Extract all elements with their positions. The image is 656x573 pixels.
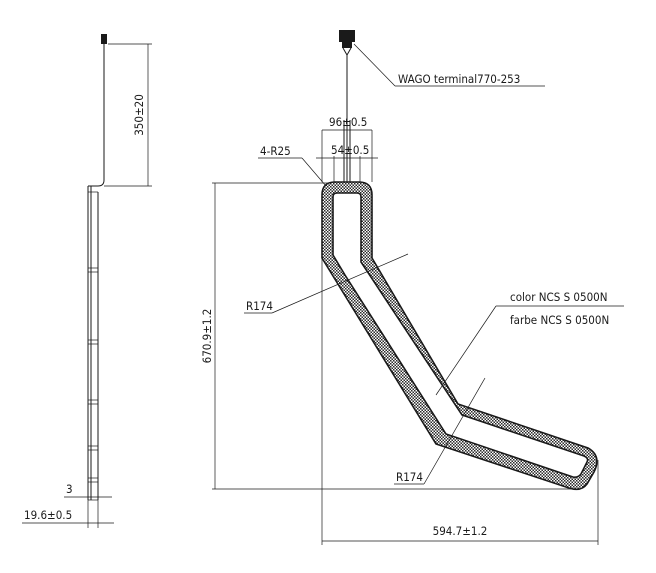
dim-wall-offset: 3 — [64, 482, 112, 498]
corner-radius-callout: 4-R25 — [258, 144, 327, 187]
bend-radius-lower: R174 — [394, 377, 486, 485]
svg-text:color NCS S 0500N: color NCS S 0500N — [510, 290, 608, 304]
bend-radius-upper: R174 — [244, 253, 409, 314]
dim-inner-width: 54±0.5 — [316, 143, 378, 182]
svg-text:R174: R174 — [396, 470, 423, 484]
terminal-leader: WAGO terminal770-253 — [353, 43, 545, 87]
front-view: WAGO terminal770-253 96±0.5 54±0.5 4-R25 — [200, 30, 624, 545]
dim-cable-length: 350±20 — [104, 43, 152, 187]
radiator-tube — [321, 181, 598, 491]
svg-text:R174: R174 — [246, 299, 273, 313]
svg-text:farbe NCS S 0500N: farbe NCS S 0500N — [510, 313, 609, 327]
wago-terminal-icon — [339, 30, 355, 57]
side-radiator-profile — [87, 185, 99, 501]
svg-text:670.9±1.2: 670.9±1.2 — [200, 309, 214, 364]
dim-width: 594.7±1.2 — [322, 524, 598, 542]
dim-height: 670.9±1.2 — [200, 182, 580, 490]
svg-text:19.6±0.5: 19.6±0.5 — [24, 508, 72, 522]
svg-text:96±0.5: 96±0.5 — [329, 115, 367, 129]
dim-depth: 19.6±0.5 — [22, 500, 114, 528]
side-view: 350±20 3 19.6±0.5 — [22, 34, 152, 528]
dim-outer-width: 96±0.5 — [321, 115, 373, 182]
svg-text:3: 3 — [66, 482, 73, 496]
svg-text:594.7±1.2: 594.7±1.2 — [433, 524, 488, 538]
side-connector — [101, 34, 107, 44]
color-callout: color NCS S 0500N farbe NCS S 0500N — [435, 290, 624, 396]
side-cable — [97, 44, 105, 187]
svg-text:4-R25: 4-R25 — [260, 144, 291, 158]
svg-text:WAGO terminal770-253: WAGO terminal770-253 — [398, 72, 520, 86]
svg-text:350±20: 350±20 — [132, 94, 146, 136]
svg-text:54±0.5: 54±0.5 — [331, 143, 369, 157]
